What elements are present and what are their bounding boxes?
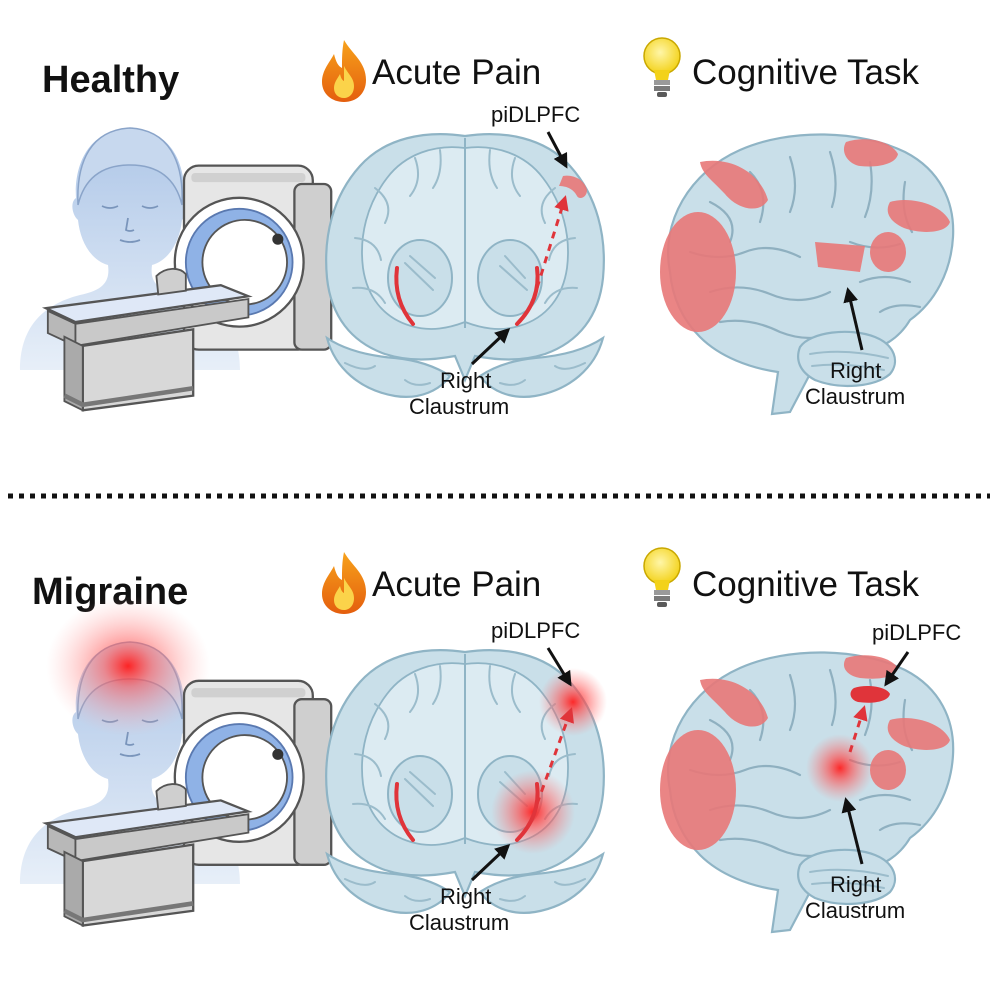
right-label: Right <box>440 884 491 909</box>
activation-region <box>843 655 898 679</box>
row-title: Healthy <box>42 59 179 101</box>
claustrum-label: Claustrum <box>409 394 509 419</box>
right-claustrum-highlight <box>515 782 540 842</box>
flame-icon <box>322 552 366 614</box>
claustrum-label: Claustrum <box>409 910 509 935</box>
label-pointer <box>546 647 572 687</box>
activation-region <box>870 750 906 790</box>
flame-icon <box>322 40 366 102</box>
connection-arrow <box>535 195 569 289</box>
lightbulb-icon <box>643 547 681 608</box>
label-pointer <box>470 843 511 882</box>
activation-region <box>843 139 898 167</box>
activation-region <box>700 160 768 209</box>
coronal-brain-slice <box>325 649 607 914</box>
pidlpfc-label: piDLPFC <box>491 618 580 643</box>
claustrum-activation <box>815 242 865 272</box>
healthy-row: Healthy Acute Pain Cognitive Task piDLPF… <box>19 37 955 419</box>
label-pointer <box>841 797 864 865</box>
migraine-row: Migraine Acute Pain Cognitive Task piDLP… <box>19 547 961 935</box>
cognitive-task-heading: Cognitive Task <box>692 565 919 604</box>
pidlpfc-highlight <box>850 686 890 703</box>
pidlpfc-label: piDLPFC <box>491 102 580 127</box>
acute-pain-heading: Acute Pain <box>372 53 541 92</box>
claustrum-label: Claustrum <box>805 898 905 923</box>
activation-region <box>660 212 736 332</box>
label-pointer <box>843 287 864 351</box>
pidlpfc-highlight <box>559 175 587 198</box>
acute-pain-heading: Acute Pain <box>372 565 541 604</box>
claustrum-glow <box>806 734 874 802</box>
left-claustrum-highlight <box>394 266 415 326</box>
connection-arrow <box>535 707 574 805</box>
left-claustrum-highlight <box>394 782 415 842</box>
cognitive-task-heading: Cognitive Task <box>692 53 919 92</box>
activation-region <box>870 232 906 272</box>
right-claustrum-highlight <box>515 266 540 326</box>
label-pointer <box>884 651 910 687</box>
activation-region <box>660 730 736 850</box>
activation-region <box>887 718 950 750</box>
activation-region <box>700 678 768 727</box>
claustrum-label: Claustrum <box>805 384 905 409</box>
coronal-brain-slice <box>325 133 605 398</box>
headache-glow <box>46 596 210 736</box>
pidlpfc-label: piDLPFC <box>872 620 961 645</box>
lateral-brain <box>660 133 955 416</box>
label-pointer <box>470 327 511 366</box>
pidlpfc-glow <box>539 668 607 736</box>
activation-region <box>887 200 950 232</box>
lateral-brain <box>660 651 955 934</box>
label-pointer <box>546 131 568 169</box>
right-label: Right <box>830 358 881 383</box>
right-label: Right <box>440 368 491 393</box>
right-label: Right <box>830 872 881 897</box>
lightbulb-icon <box>643 37 681 98</box>
